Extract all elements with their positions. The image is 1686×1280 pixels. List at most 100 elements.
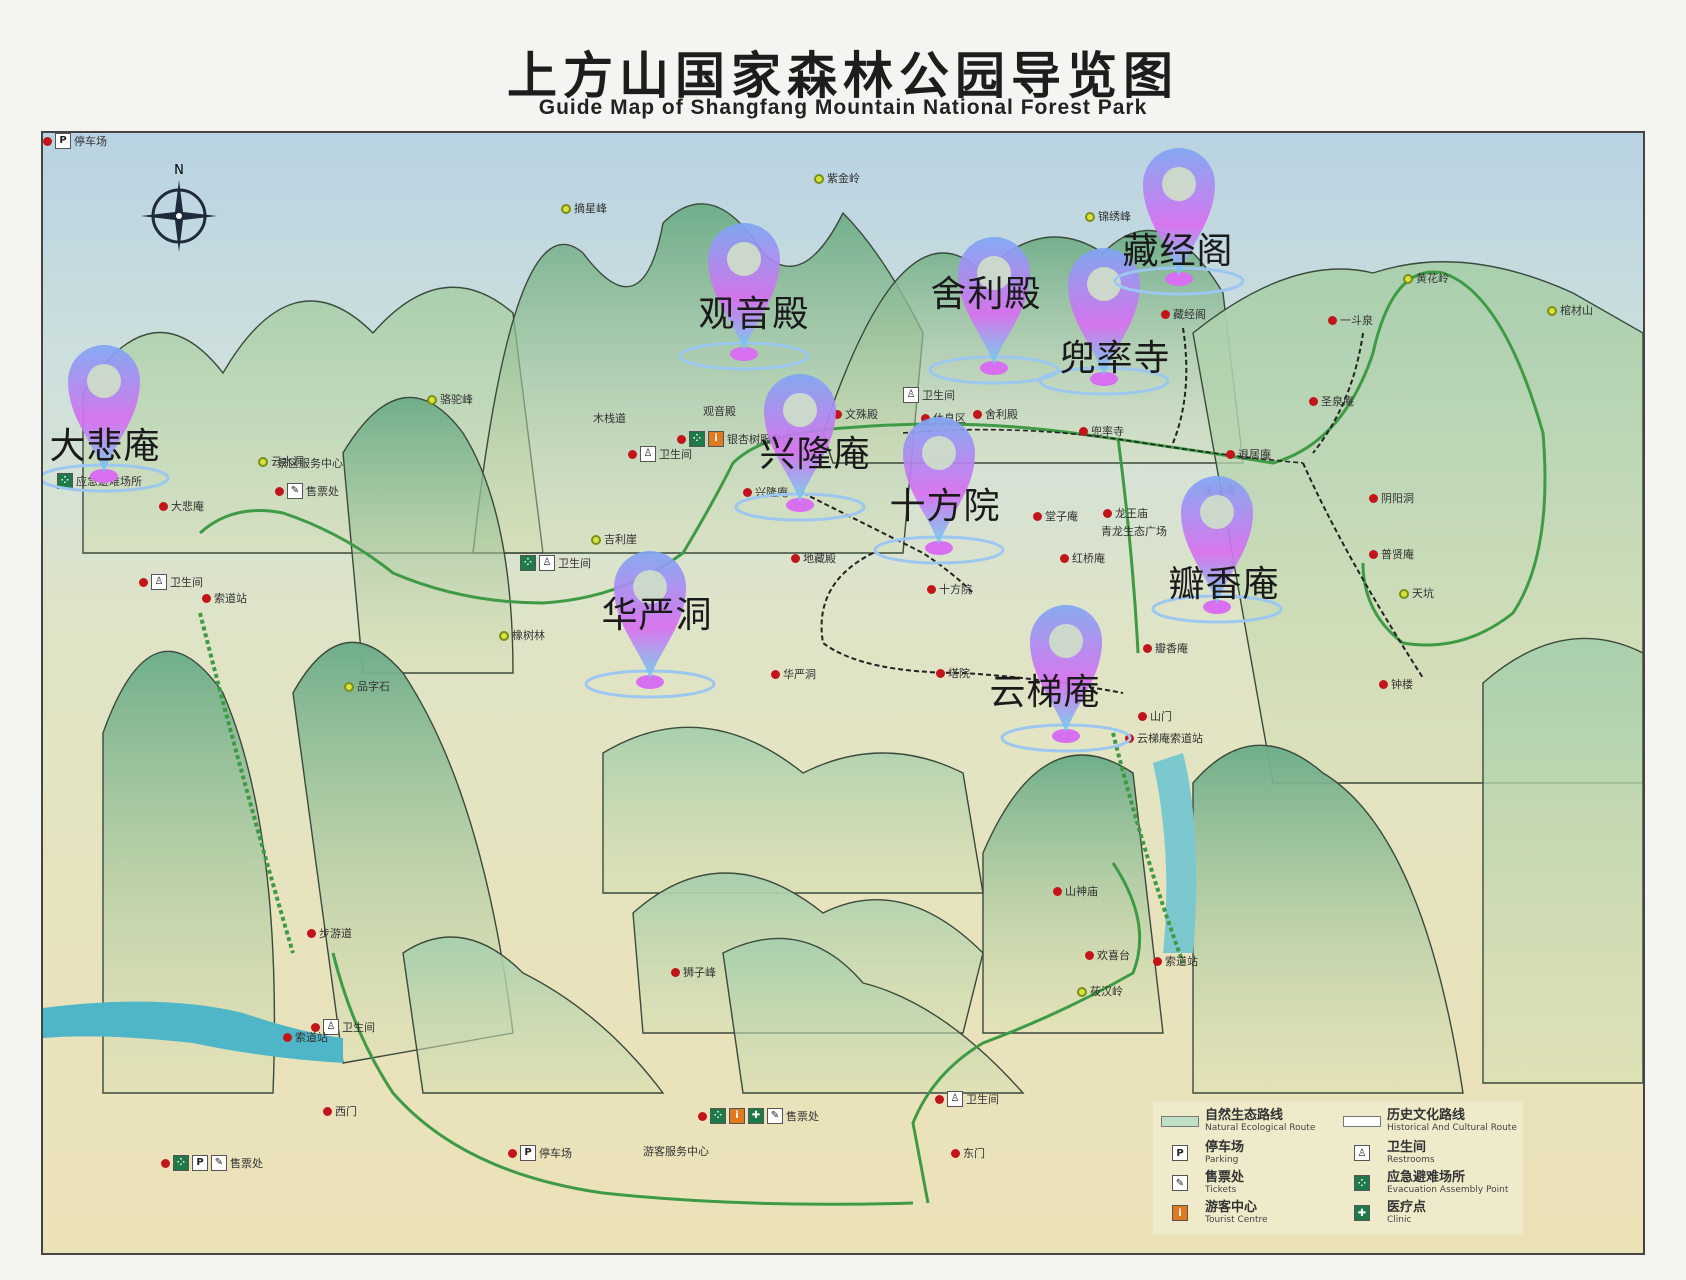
poi-peak[interactable]: 黄花岭 bbox=[1403, 273, 1449, 284]
poi-site[interactable]: 云梯庵索道站 bbox=[1125, 733, 1203, 744]
poi-site[interactable]: 十方院 bbox=[927, 584, 972, 595]
site-marker-icon bbox=[43, 136, 52, 146]
poi-peak[interactable]: 莜汉岭 bbox=[1077, 986, 1123, 997]
poi-site[interactable]: 红桥庵 bbox=[1060, 553, 1105, 564]
attraction-label[interactable]: 华严洞 bbox=[601, 595, 713, 636]
poi-site[interactable]: 文殊殿 bbox=[833, 409, 878, 420]
attraction-label[interactable]: 大悲庵 bbox=[49, 426, 161, 467]
poi-site[interactable]: 地藏殿 bbox=[791, 553, 836, 564]
poi-label: 棺材山 bbox=[1560, 304, 1593, 317]
site-marker-icon bbox=[1379, 680, 1388, 689]
poi-site[interactable]: 索道站 bbox=[202, 593, 247, 604]
legend-label: 售票处 bbox=[1205, 1170, 1245, 1185]
poi-label: 云水洞 bbox=[271, 455, 304, 468]
poi-label: 天坑 bbox=[1412, 587, 1434, 600]
poi-site[interactable]: ⁘P✎售票处 bbox=[161, 1155, 263, 1171]
poi-label: 大悲庵 bbox=[171, 500, 204, 513]
poi-site[interactable]: 塔院 bbox=[936, 668, 970, 679]
attraction-label[interactable]: 十方院 bbox=[889, 486, 1001, 527]
attraction-label[interactable]: 兴隆庵 bbox=[759, 434, 871, 475]
poi-site[interactable]: ⁘i✚✎售票处 bbox=[698, 1108, 819, 1124]
poi-site[interactable]: 观音殿 bbox=[703, 406, 736, 417]
poi-site[interactable]: 西门 bbox=[323, 1106, 357, 1117]
poi-site[interactable]: ♙卫生间 bbox=[628, 446, 692, 462]
culture-route-east bbox=[1172, 327, 1424, 679]
site-marker-icon bbox=[677, 434, 686, 444]
poi-site[interactable]: 舍利殿 bbox=[973, 409, 1018, 420]
map-title: 上方山国家森林公园导览图 bbox=[507, 47, 1179, 105]
poi-site[interactable]: 游客服务中心 bbox=[643, 1146, 709, 1157]
site-marker-icon bbox=[1161, 310, 1170, 319]
poi-site[interactable]: 大悲庵 bbox=[159, 501, 204, 512]
poi-site[interactable]: ⁘♙卫生间 bbox=[520, 555, 591, 571]
poi-site[interactable]: 阴阳洞 bbox=[1369, 493, 1414, 504]
poi-site[interactable]: 东门 bbox=[951, 1148, 985, 1159]
poi-site[interactable]: 索道站 bbox=[283, 1032, 328, 1043]
poi-site[interactable]: 堂子庵 bbox=[1033, 511, 1078, 522]
park-map[interactable]: N 摘星峰 紫金岭锦绣峰骆驼峰云水洞吉利崖橡树林品字石 黄花岭棺材山天坑莜汉岭 大悲庵… bbox=[41, 131, 1645, 1255]
poi-site[interactable]: 青龙生态广场 bbox=[1101, 526, 1167, 537]
poi-site[interactable]: 木栈道 bbox=[593, 413, 626, 424]
poi-label: 卫生间 bbox=[170, 575, 203, 589]
attraction-label[interactable]: 藏经阁 bbox=[1122, 231, 1234, 272]
poi-site[interactable]: 钟楼 bbox=[1379, 679, 1413, 690]
poi-site[interactable]: ♙卫生间 bbox=[935, 1091, 999, 1107]
poi-peak[interactable]: 棺材山 bbox=[1547, 305, 1593, 316]
poi-peak[interactable]: 天坑 bbox=[1399, 588, 1434, 599]
poi-site[interactable]: ♙卫生间 bbox=[903, 387, 955, 403]
poi-site[interactable]: 退居庵 bbox=[1226, 449, 1271, 460]
poi-site[interactable]: 兜率寺 bbox=[1079, 426, 1124, 437]
parking-icon: P bbox=[1172, 1145, 1188, 1161]
poi-site[interactable]: 龙王庙 bbox=[1103, 508, 1148, 519]
poi-peak[interactable]: 品字石 bbox=[344, 681, 390, 692]
poi-peak[interactable]: 骆驼峰 bbox=[427, 394, 473, 405]
site-marker-icon bbox=[1369, 494, 1378, 503]
poi-site[interactable]: 藏经阁 bbox=[1161, 309, 1206, 320]
poi-peak[interactable]: 紫金岭 bbox=[814, 173, 860, 184]
poi-site[interactable]: 景区服务中心 bbox=[277, 458, 343, 469]
peak-marker-icon bbox=[427, 394, 437, 405]
poi-site[interactable]: 瓣香庵 bbox=[1143, 643, 1188, 654]
evacuation-icon: ⁘ bbox=[710, 1108, 726, 1124]
peak-marker-icon bbox=[258, 456, 268, 467]
poi-site[interactable]: 山门 bbox=[1138, 711, 1172, 722]
attraction-label[interactable]: 舍利殿 bbox=[930, 274, 1042, 315]
poi-label: 索道站 bbox=[1165, 955, 1198, 968]
poi-site[interactable]: 步游道 bbox=[307, 928, 352, 939]
poi-label: 步游道 bbox=[319, 927, 352, 940]
compass-north-label: N bbox=[174, 163, 184, 178]
poi-site[interactable]: ✎售票处 bbox=[275, 483, 339, 499]
poi-site[interactable]: 兴隆庵 bbox=[743, 487, 788, 498]
site-marker-icon bbox=[161, 1158, 170, 1168]
attraction-label[interactable]: 观音殿 bbox=[698, 294, 810, 335]
poi-peak[interactable]: 吉利崖 bbox=[591, 534, 637, 545]
attraction-label[interactable]: 兜率寺 bbox=[1059, 338, 1171, 379]
attraction-label[interactable]: 瓣香庵 bbox=[1168, 564, 1280, 605]
poi-site[interactable]: 狮子峰 bbox=[671, 967, 716, 978]
poi-peak[interactable]: 摘星峰 bbox=[561, 203, 607, 214]
poi-site[interactable]: 欢喜台 bbox=[1085, 950, 1130, 961]
poi-site[interactable]: 休息区 bbox=[921, 413, 966, 424]
west-gate-route bbox=[331, 952, 914, 1206]
poi-peak[interactable]: 锦绣峰 bbox=[1085, 211, 1131, 222]
poi-site[interactable]: 圣泉庵 bbox=[1309, 396, 1354, 407]
poi-site[interactable]: ⁘应急避难场所 bbox=[57, 473, 142, 489]
poi-site[interactable]: 索道站 bbox=[1153, 956, 1198, 967]
poi-site[interactable]: 山神庙 bbox=[1053, 886, 1098, 897]
poi-site[interactable]: ♙卫生间 bbox=[139, 574, 203, 590]
tickets-icon: ✎ bbox=[211, 1155, 227, 1171]
attraction-label[interactable]: 云梯庵 bbox=[989, 672, 1101, 713]
site-marker-icon bbox=[202, 594, 211, 603]
poi-site[interactable]: 普贤庵 bbox=[1369, 549, 1414, 560]
poi-site[interactable]: 华严洞 bbox=[771, 669, 816, 680]
poi-peak[interactable]: 橡树林 bbox=[499, 630, 545, 641]
poi-site[interactable]: 法华庵 bbox=[1203, 485, 1236, 496]
poi-site[interactable]: 一斗泉 bbox=[1328, 315, 1373, 326]
poi-site[interactable]: ♙卫生间 bbox=[311, 1019, 375, 1035]
tickets-icon: ✎ bbox=[767, 1108, 783, 1124]
poi-peak[interactable]: 云水洞 bbox=[258, 456, 304, 467]
